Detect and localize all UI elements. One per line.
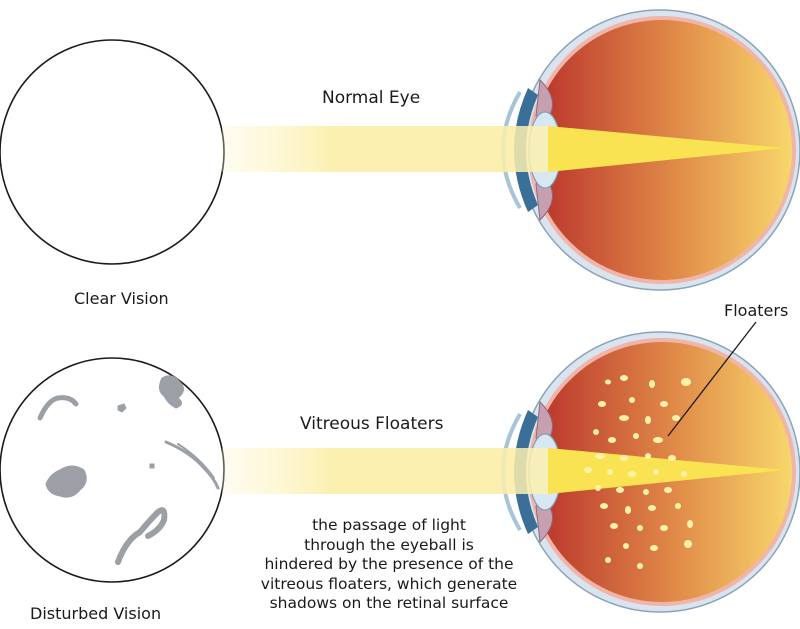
disturbed-vision-label: Disturbed Vision: [30, 604, 162, 623]
clear-vision-circle: [0, 39, 225, 265]
floaters-eye: [500, 331, 800, 613]
caption-line: vitreous floaters, which generate: [260, 574, 518, 593]
light-beam-top: [222, 126, 542, 172]
caption-line: through the eyeball is: [304, 535, 474, 554]
light-beam-bottom: [222, 448, 542, 494]
focused-light-top: [548, 126, 785, 172]
normal-eye-title: Normal Eye: [322, 88, 421, 108]
gray-floaters: [37, 375, 220, 565]
caption-line: the passage of light: [312, 516, 466, 534]
caption-line: shadows on the retinal surface: [269, 594, 509, 612]
caption-line: hindered by the presence of the: [264, 555, 514, 573]
normal-eye: [500, 9, 800, 291]
clear-vision-label: Clear Vision: [74, 289, 169, 308]
focused-light-bottom: [548, 448, 785, 494]
vitreous-floaters-title: Vitreous Floaters: [300, 414, 444, 434]
disturbed-vision-circle: [0, 357, 225, 583]
floaters-callout-line: [667, 321, 757, 437]
yellow-floaters: [584, 375, 693, 569]
floaters-callout-label: Floaters: [724, 301, 789, 320]
caption: the passage of light through the eyeball…: [228, 516, 550, 614]
